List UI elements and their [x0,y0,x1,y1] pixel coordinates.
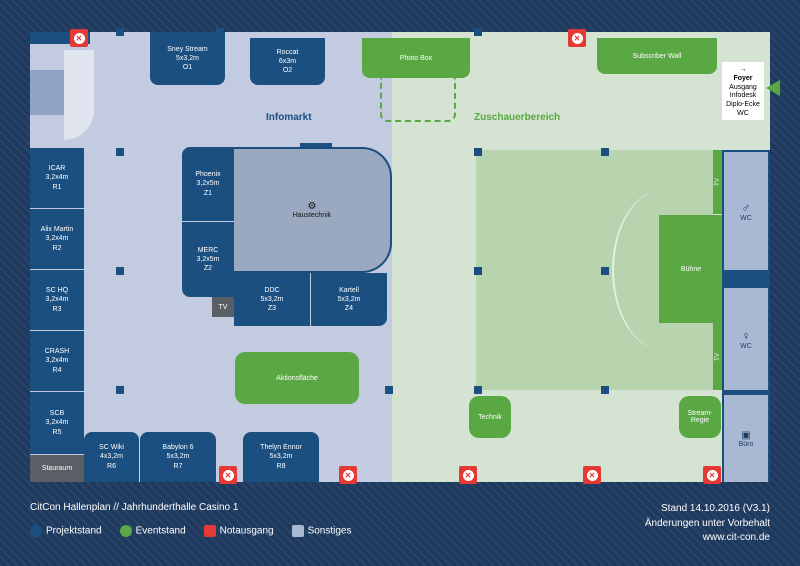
footer-right: Stand 14.10.2016 (V3.1) Änderungen unter… [645,502,770,546]
wc-men[interactable]: ♂ WC [724,152,768,270]
pillar [116,148,124,156]
pillar [474,386,482,394]
zone-label-zuschauerbereich: Zuschauerbereich [474,112,561,123]
tv-right-bottom: TV [713,323,723,390]
stage-curve [612,190,714,350]
men-icon: ♂ [741,200,751,215]
foyer-arrow-icon [766,80,780,96]
legend: Projektstand Eventstand Notausgang Sonst… [30,525,352,537]
buehne-stage[interactable]: Bühne [659,215,723,323]
emergency-exit-icon [568,29,586,47]
pillar [474,148,482,156]
foyer-line: Ausgang [729,83,757,91]
stand-date: Stand 14.10.2016 (V3.1) [661,503,770,514]
pillar [601,148,609,156]
women-icon: ♀ [741,328,751,343]
legend-item-sonstiges: Sonstiges [291,525,352,537]
foyer-arrow: → [739,66,747,73]
pillar [601,267,609,275]
wc-men-label: WC [740,214,752,222]
emergency-exit-icon [339,466,357,484]
legend-item-notausgang: Notausgang [203,525,274,537]
foyer-title: Foyer [733,74,753,82]
aktionsflaeche[interactable]: Aktionsfläche [235,352,359,404]
stauraum: Stauraum [30,455,84,482]
zone-label-infomarkt: Infomarkt [266,112,312,123]
pillar [385,386,393,394]
pillar [474,267,482,275]
entrance-area [64,50,94,140]
haustechnik-area[interactable]: ⚙Haustechnik [234,147,392,273]
emergency-exit-icon [459,466,477,484]
stream-regie[interactable]: Stream-Regie [679,396,721,438]
briefcase-icon: ▣ [741,429,751,441]
pillar [116,267,124,275]
foyer-line: Infodesk [729,92,757,100]
subscriber-wall[interactable]: Subscriber Wall [597,38,717,74]
pillar [116,28,124,36]
map-title: CitCon Hallenplan // Jahrhunderthalle Ca… [30,502,239,513]
pillar [116,386,124,394]
tv-right-top: TV [713,150,723,214]
emergency-exit-icon [219,466,237,484]
website-link[interactable]: www.cit-con.de [702,532,770,543]
photo-box[interactable]: Photo Box [362,38,470,78]
foyer-line: WC [737,109,749,117]
legend-item-eventstand: Eventstand [119,525,186,537]
buero[interactable]: ▣ Büro [724,395,768,482]
entrance-stairs [30,70,64,115]
emergency-exit-icon [70,29,88,47]
photo-box-dashed-area [380,78,456,122]
buero-label: Büro [738,440,754,448]
foyer-line: Diplo-Ecke [726,101,760,108]
gear-icon: ⚙ [307,201,317,212]
change-note: Änderungen unter Vorbehalt [644,517,770,529]
pillar [216,28,224,36]
technik[interactable]: Technik [469,396,511,438]
haustechnik-door [300,143,332,149]
haustechnik-label: Haustechnik [292,212,332,219]
wc-women-label: WC [740,342,752,350]
foyer-sign[interactable]: → Foyer Ausgang Infodesk Diplo-Ecke WC [722,62,764,120]
legend-item-projektstand: Projektstand [30,525,102,537]
pillar [601,386,609,394]
tv-center: TV [212,297,234,317]
emergency-exit-icon [583,466,601,484]
pillar [474,28,482,36]
emergency-exit-icon [703,466,721,484]
wc-women[interactable]: ♀ WC [724,288,768,390]
